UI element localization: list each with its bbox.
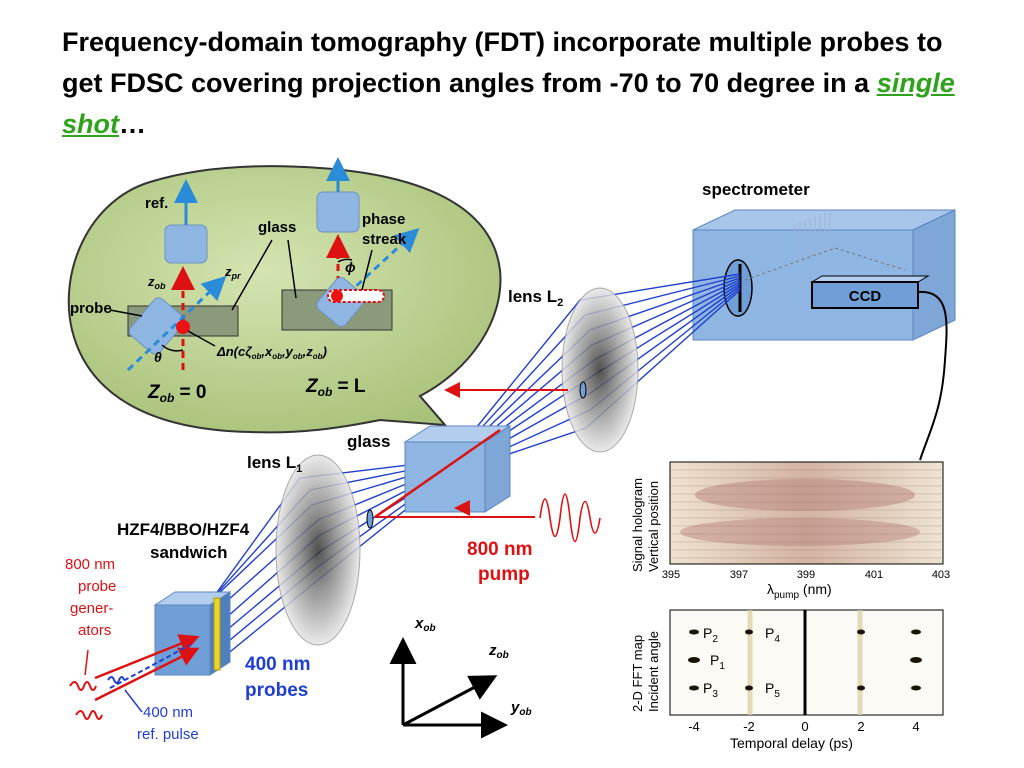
gen-label-4: ators [78, 622, 111, 639]
zob-label: zob [147, 274, 166, 291]
index-change-dot [176, 320, 190, 334]
fft-plot: P2 P4 P1 P3 P5 -4 -2 0 2 4 Temporal dela… [630, 609, 944, 751]
title-ellipsis: … [119, 109, 146, 139]
holo-tick: 401 [865, 569, 883, 581]
holo-tick: 397 [730, 569, 748, 581]
gen-label-1: 800 nm [65, 556, 115, 573]
fft-label-p3: P3 [703, 680, 718, 700]
pump-label-2: pump [478, 564, 530, 585]
hologram-xticks: 395 397 399 401 403 [662, 569, 950, 581]
z-axis-label: zob [488, 642, 509, 661]
zob-zero-label: Zob = 0 [147, 382, 207, 405]
streak-label: streak [362, 231, 407, 248]
zpr-arrow-right [328, 227, 420, 312]
delta-n-label: Δn(cζob,xob,yob,zob) [216, 344, 327, 361]
glass-cube: glass [347, 425, 512, 513]
ccd-label: CCD [849, 288, 882, 305]
ref-detector [164, 224, 208, 264]
phi-label: ϕ [345, 259, 356, 275]
y-axis-label: yob [510, 699, 532, 718]
holo-tick: 403 [932, 569, 950, 581]
gen-label-3: gener- [70, 600, 113, 617]
x-axis-label: xob [414, 615, 436, 634]
slide-title: Frequency-domain tomography (FDT) incorp… [62, 22, 962, 145]
theta-label: θ [154, 349, 162, 365]
fft-tick: 4 [912, 719, 919, 734]
lens-l2 [561, 287, 639, 453]
hologram-xlabel: λpump (nm) [767, 581, 832, 601]
probes-label-1: 400 nm [245, 654, 310, 675]
fft-tick: -4 [688, 719, 700, 734]
phase-detector [316, 191, 360, 233]
fft-tick: 2 [857, 719, 864, 734]
glass-label: glass [258, 219, 296, 236]
ref-label: ref. [145, 195, 168, 212]
fft-tick: -2 [743, 719, 755, 734]
spectrometer: CCD spectrometer [692, 180, 956, 461]
zob-L-label: Zob = L [305, 376, 366, 399]
lens-l2-label: lens L2 [508, 287, 563, 309]
sandwich-cube: HZF4/BBO/HZF4 sandwich [117, 520, 250, 676]
holo-tick: 399 [797, 569, 815, 581]
fft-ylabel-2: Incident angle [646, 631, 661, 712]
holo-tick: 395 [662, 569, 680, 581]
probe-element [128, 297, 186, 355]
zpr-label: zpr [224, 264, 241, 281]
fft-xlabel: Temporal delay (ps) [730, 735, 853, 751]
fft-label-p4: P4 [765, 625, 780, 645]
ccd-cable [917, 290, 948, 461]
title-text: Frequency-domain tomography (FDT) incorp… [62, 27, 943, 98]
sandwich-label-2: sandwich [150, 543, 227, 562]
spectrometer-label: spectrometer [702, 180, 810, 199]
pump-beam: 800 nm pump [374, 382, 601, 585]
zpr-arrow [126, 275, 227, 372]
title-highlight: single shot [62, 68, 955, 139]
pump-label-1: 800 nm [467, 539, 532, 560]
fft-tick: 0 [801, 719, 808, 734]
probe-generators: 800 nm probe gener- ators 400 nm ref. pu… [65, 556, 310, 743]
hologram-ylabel-1: Signal hologram [630, 478, 645, 572]
ref-pulse-label-2: ref. pulse [137, 726, 199, 743]
ref-pulse-label-1: 400 nm [143, 704, 193, 721]
sandwich-label-1: HZF4/BBO/HZF4 [117, 520, 250, 539]
fft-label-p5: P5 [765, 680, 780, 700]
phase-label: phase [362, 211, 405, 228]
fft-xticks: -4 -2 0 2 4 [688, 719, 919, 734]
hologram-ylabel-2: Vertical position [646, 481, 661, 572]
lens-l1 [275, 454, 361, 646]
grating [794, 212, 831, 255]
hologram-plot: 395 397 399 401 403 λpump (nm) Signal ho… [630, 461, 950, 601]
lens-l1-label: lens L1 [247, 453, 302, 475]
probes-label-2: probes [245, 680, 308, 701]
glass-cube-label: glass [347, 432, 390, 451]
fft-label-p2: P2 [703, 625, 718, 645]
probe-label: probe [70, 300, 112, 317]
gen-label-2: probe [78, 578, 116, 595]
pump-pulse-wave [539, 493, 601, 543]
fft-ylabel-1: 2-D FFT map [630, 635, 645, 712]
coordinate-axes: xob zob yob [389, 615, 532, 739]
fft-label-p1: P1 [710, 652, 725, 672]
inset-bubble: ref. glass probe zob zpr θ Δn(cζob,xob,y… [67, 157, 502, 434]
